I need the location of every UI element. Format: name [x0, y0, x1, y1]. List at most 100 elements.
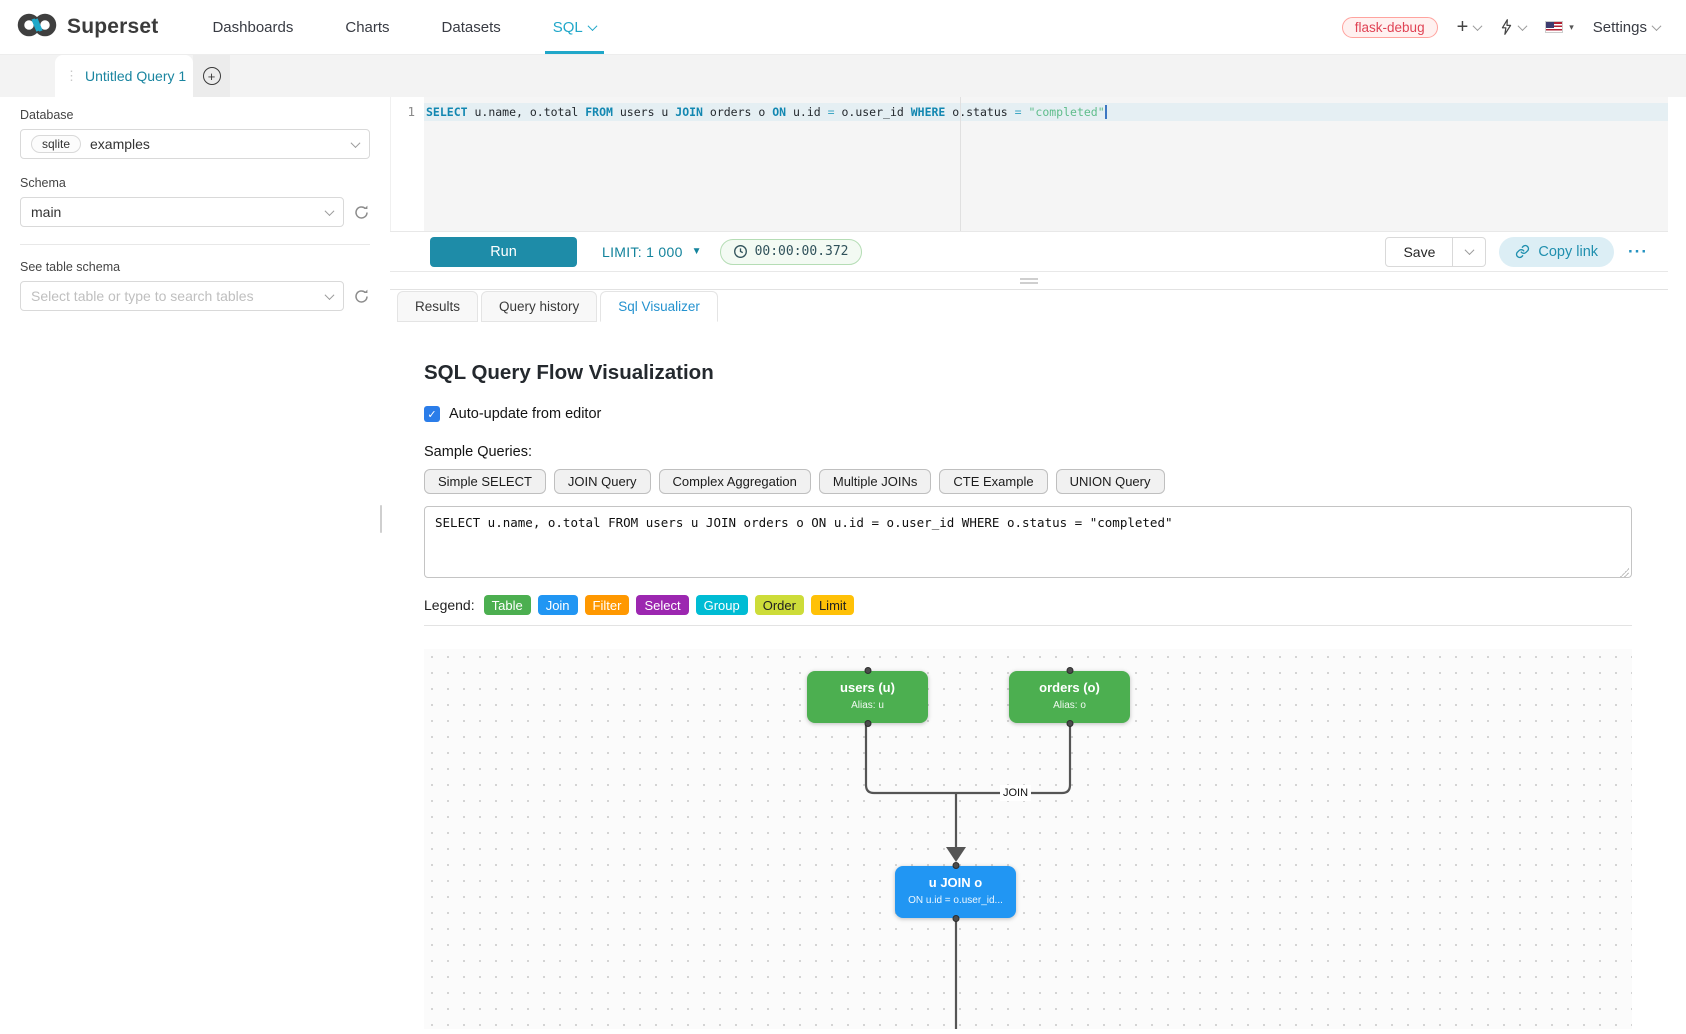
language-picker[interactable]: ▾: [1545, 21, 1574, 33]
sample-queries-label: Sample Queries:: [424, 444, 532, 460]
link-icon: [1516, 244, 1530, 259]
schema-select[interactable]: main: [20, 197, 344, 227]
chevron-down-icon: [1464, 245, 1475, 256]
legend-row: Legend: Table Join Filter Select Group O…: [424, 595, 1632, 615]
node-handle[interactable]: [952, 915, 959, 922]
table-search-placeholder: Select table or type to search tables: [31, 288, 254, 304]
environment-badge: flask-debug: [1341, 16, 1438, 38]
save-button[interactable]: Save: [1385, 236, 1454, 267]
editor-gutter: 1: [391, 97, 424, 231]
chevron-down-icon: [350, 137, 361, 148]
chevron-down-icon: [1517, 20, 1528, 31]
text-cursor: [1104, 105, 1107, 119]
run-button[interactable]: Run: [430, 236, 577, 267]
sample-simple-select-button[interactable]: Simple SELECT: [424, 469, 546, 494]
visualizer-title: SQL Query Flow Visualization: [424, 361, 714, 384]
refresh-schema-icon[interactable]: [353, 204, 370, 221]
clock-icon: [733, 245, 747, 258]
chevron-down-icon: [587, 20, 598, 31]
node-handle[interactable]: [1066, 667, 1073, 674]
nav-dashboards[interactable]: Dashboards: [212, 18, 294, 36]
superset-brand[interactable]: Superset: [16, 11, 158, 44]
database-select[interactable]: sqlite examples: [20, 129, 370, 159]
content-divider: [424, 625, 1632, 626]
sample-cte-example-button[interactable]: CTE Example: [939, 469, 1048, 494]
editor-toolbar: Run LIMIT: 1 000 ▼ 00:00:00.372 Save Cop…: [390, 231, 1668, 272]
caret-down-icon: ▼: [691, 246, 702, 257]
node-handle[interactable]: [952, 862, 959, 869]
flow-edges: [864, 725, 1072, 1029]
chevron-down-icon: [324, 205, 335, 216]
more-menu-button[interactable]: ···: [1628, 241, 1648, 261]
splitter-grip-icon[interactable]: [1020, 278, 1038, 284]
legend-label: Legend:: [424, 597, 475, 613]
tab-query-history[interactable]: Query history: [481, 291, 598, 322]
timer-value: 00:00:00.372: [754, 244, 849, 259]
visualizer-content: SQL Query Flow Visualization ✓ Auto-upda…: [390, 361, 1668, 1029]
textarea-resize-grip-icon[interactable]: [1619, 567, 1629, 577]
legend-filter-badge: Filter: [584, 595, 630, 615]
legend-order-badge: Order: [754, 595, 804, 615]
database-engine-tag: sqlite: [31, 135, 82, 153]
add-query-tab-button[interactable]: +: [193, 55, 230, 97]
schema-label: Schema: [20, 176, 66, 190]
main-menu: Dashboards Charts Datasets SQL: [186, 0, 621, 54]
pane-splitter[interactable]: [390, 272, 1668, 290]
node-handle[interactable]: [1066, 720, 1073, 727]
sample-union-query-button[interactable]: UNION Query: [1055, 469, 1165, 494]
flow-node-orders[interactable]: orders (o) Alias: o: [1009, 667, 1130, 727]
sql-editor[interactable]: 1 SELECT u.name, o.total FROM users u JO…: [390, 97, 1668, 231]
tab-sql-visualizer[interactable]: Sql Visualizer: [600, 291, 718, 322]
refresh-tables-icon[interactable]: [353, 288, 370, 305]
auto-update-checkbox[interactable]: ✓: [424, 406, 440, 422]
database-value: examples: [90, 136, 150, 152]
flow-node-join[interactable]: u JOIN o ON u.id = o.user_id...: [895, 862, 1016, 922]
plus-circle-icon: +: [202, 67, 221, 85]
editor-code-line: SELECT u.name, o.total FROM users u JOIN…: [426, 105, 1107, 119]
visualizer-query-textarea[interactable]: SELECT u.name, o.total FROM users u JOIN…: [424, 506, 1632, 578]
nav-datasets[interactable]: Datasets: [441, 18, 501, 36]
line-number: 1: [407, 104, 415, 119]
limit-dropdown[interactable]: LIMIT: 1 000 ▼: [602, 243, 702, 260]
flow-canvas[interactable]: users (u) Alias: u orders (o) Alias: o u…: [424, 649, 1632, 1029]
query-tabstrip: ⋮ Untitled Query 1 × +: [0, 55, 1686, 97]
node-handle[interactable]: [864, 667, 871, 674]
editor-active-line: [391, 103, 1668, 121]
drag-handle-icon[interactable]: ⋮: [65, 68, 78, 83]
node-handle[interactable]: [864, 720, 871, 727]
join-edge-label: JOIN: [1000, 785, 1032, 801]
navbar-right: flask-debug + ▾ Settings: [1341, 16, 1662, 38]
sample-query-buttons: Simple SELECT JOIN Query Complex Aggrega…: [424, 469, 1632, 494]
chevron-down-icon: [324, 289, 335, 300]
flow-node-users[interactable]: users (u) Alias: u: [807, 667, 928, 727]
legend-select-badge: Select: [636, 595, 689, 615]
sqllab-main-pane: 1 SELECT u.name, o.total FROM users u JO…: [390, 97, 1668, 1034]
sample-join-query-button[interactable]: JOIN Query: [553, 469, 651, 494]
caret-down-icon: ▾: [1569, 21, 1574, 32]
tab-results[interactable]: Results: [397, 291, 479, 322]
sidebar-divider: [20, 244, 370, 245]
chevron-down-icon: [1472, 20, 1483, 31]
new-item-button[interactable]: +: [1457, 17, 1483, 37]
sidebar-collapse-handle[interactable]: [380, 505, 382, 533]
database-label: Database: [20, 108, 74, 122]
query-search-button[interactable]: [1500, 18, 1528, 36]
copy-link-button[interactable]: Copy link: [1499, 236, 1615, 267]
sample-complex-aggregation-button[interactable]: Complex Aggregation: [658, 469, 811, 494]
nav-sql[interactable]: SQL: [527, 0, 622, 54]
superset-logo-icon: [16, 11, 58, 44]
top-navbar: Superset Dashboards Charts Datasets SQL …: [0, 0, 1686, 55]
schema-value: main: [31, 204, 62, 220]
table-search-select[interactable]: Select table or type to search tables: [20, 281, 344, 311]
brand-name: Superset: [67, 15, 159, 38]
query-timer: 00:00:00.372: [719, 238, 862, 265]
settings-menu[interactable]: Settings: [1593, 19, 1662, 36]
lightning-icon: [1502, 19, 1512, 35]
nav-charts[interactable]: Charts: [345, 18, 390, 36]
query-tab-active[interactable]: ⋮ Untitled Query 1 ×: [55, 55, 211, 97]
legend-limit-badge: Limit: [810, 595, 855, 615]
table-schema-label: See table schema: [20, 260, 121, 274]
chevron-down-icon: [1651, 20, 1662, 31]
save-dropdown-button[interactable]: [1453, 236, 1487, 267]
sample-multiple-joins-button[interactable]: Multiple JOINs: [818, 469, 932, 494]
